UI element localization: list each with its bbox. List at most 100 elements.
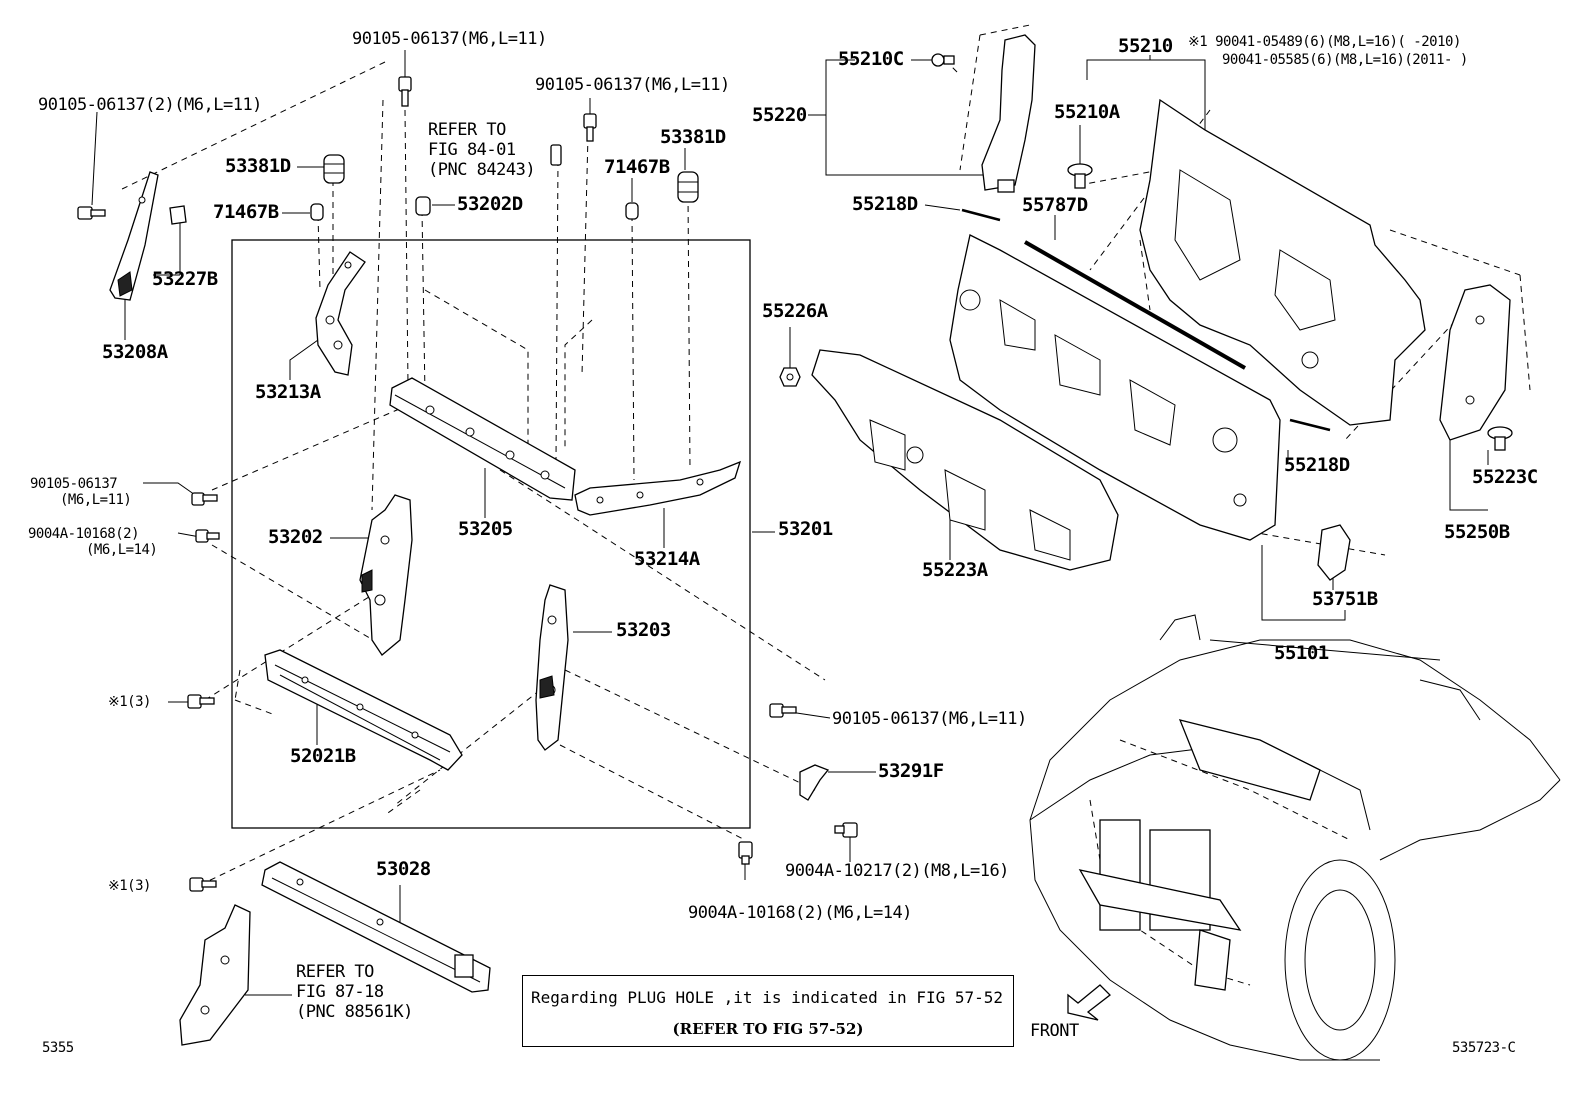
part-number: 90105-06137 [352, 29, 460, 49]
bolt-icon [189, 877, 217, 892]
part-55218D-top [961, 208, 1001, 222]
refer-line: FIG 84-01 [428, 140, 516, 160]
clip-icon [625, 202, 639, 220]
part-spec: (M6,L=11) [459, 29, 547, 49]
label-55218D-right: 55218D [1284, 454, 1350, 476]
part-53291F [799, 764, 830, 801]
clip-icon [1067, 163, 1093, 189]
refer-line: FIG 87-18 [296, 982, 384, 1002]
label-9004A-10217: 9004A-10217(2)(M8,L=16) [785, 862, 1009, 880]
pin-icon [550, 144, 562, 166]
label-55218D-top: 55218D [852, 193, 918, 215]
part-53213A [315, 251, 366, 376]
front-arrow-icon [1067, 984, 1111, 1021]
label-90105-topright: 90105-06137(M6,L=11) [535, 76, 730, 94]
label-55223A: 55223A [922, 559, 988, 581]
nut-icon [779, 367, 801, 387]
part-spec: (M6,L=11) [642, 75, 730, 95]
grommet-icon [323, 154, 345, 184]
refer-line: (PNC 88561K) [296, 1002, 413, 1022]
part-55250B [1439, 284, 1511, 441]
label-53202: 53202 [268, 526, 323, 548]
label-9004A-left: 9004A-10168(2) (M6,L=14) [28, 526, 158, 558]
refer-line: REFER TO [428, 120, 506, 140]
label-53205: 53205 [458, 518, 513, 540]
bolt-icon [187, 694, 215, 709]
label-90105-right: 90105-06137(M6,L=11) [832, 710, 1027, 728]
label-53213A: 53213A [255, 381, 321, 403]
part-55210 [1139, 98, 1426, 426]
part-spec: (M6,L=11) [174, 95, 262, 115]
part-53751B [1317, 524, 1351, 581]
part-number: 90105-06137 [535, 75, 643, 95]
label-53751B: 53751B [1312, 588, 1378, 610]
label-53291F: 53291F [878, 760, 944, 782]
part-number: 90105-06137 [30, 476, 118, 492]
label-71467B-left: 71467B [213, 201, 279, 223]
plug-hole-note: Regarding PLUG HOLE ,it is indicated in … [522, 975, 1014, 1047]
part-number: 9004A-10168(2) [28, 526, 140, 542]
part-number: 9004A-10168(2) [688, 903, 825, 923]
bolt-icon [398, 76, 412, 107]
label-71467B-right: 71467B [604, 156, 670, 178]
bolt-icon [769, 703, 797, 718]
part-53203 [535, 584, 569, 751]
page-number-right: 535723-C [1452, 1040, 1516, 1056]
page-number-left: 5355 [42, 1040, 74, 1056]
label-55210A: 55210A [1054, 101, 1120, 123]
label-90105-left: 90105-06137(2)(M6,L=11) [38, 96, 262, 114]
label-star1-a: ※1(3) [108, 694, 151, 710]
label-55223C: 55223C [1472, 466, 1538, 488]
label-53227B: 53227B [152, 268, 218, 290]
part-53227B [169, 205, 187, 225]
part-55218D-right [1289, 418, 1331, 432]
part-55787D [1024, 240, 1246, 370]
part-55101 [949, 234, 1281, 541]
leader-lines [91, 50, 1489, 996]
grommet-icon [677, 171, 699, 203]
label-refer-87: REFER TO FIG 87-18 (PNC 88561K) [296, 962, 413, 1022]
clip-icon [415, 196, 431, 216]
part-53205 [389, 377, 576, 501]
label-55787D: 55787D [1022, 194, 1088, 216]
part-number: 90105-06137 [832, 709, 940, 729]
part-53028 [261, 861, 491, 993]
part-spec: (M8,L=16) [921, 861, 1009, 881]
refer-line: (PNC 84243) [428, 160, 536, 180]
label-53203: 53203 [616, 619, 671, 641]
clip-icon [931, 53, 955, 67]
vehicle-overview [1029, 614, 1561, 1061]
refer-line: REFER TO [296, 962, 374, 982]
label-55250B: 55250B [1444, 521, 1510, 543]
part-number: 9004A-10217(2) [785, 861, 922, 881]
bolt-icon [77, 206, 106, 220]
label-53214A: 53214A [634, 548, 700, 570]
part-number: 90105-06137(2) [38, 95, 175, 115]
label-55220: 55220 [752, 104, 807, 126]
note-reference: (REFER TO FIG 57-52) [672, 1020, 864, 1038]
bolt-icon [191, 492, 218, 506]
label-53208A: 53208A [102, 341, 168, 363]
label-55226A: 55226A [762, 300, 828, 322]
part-spec: (M6,L=14) [86, 542, 158, 558]
label-9004A-bottom: 9004A-10168(2)(M6,L=14) [688, 904, 912, 922]
clip-icon [310, 203, 324, 221]
note-text: Regarding PLUG HOLE ,it is indicated in … [531, 988, 1004, 1007]
label-52021B: 52021B [290, 745, 356, 767]
part-55223A [811, 349, 1119, 571]
label-90105-top: 90105-06137(M6,L=11) [352, 30, 547, 48]
part-53214A [574, 460, 742, 516]
part-52021B [264, 649, 463, 771]
part-55220 [981, 34, 1036, 193]
label-front: FRONT [1030, 1021, 1079, 1041]
label-53381D-left: 53381D [225, 155, 291, 177]
label-90105-mid: 90105-06137 (M6,L=11) [30, 476, 132, 508]
label-53028: 53028 [376, 858, 431, 880]
label-star-note-1: ※1 90041-05489(6)(M8,L=16)( -2010) [1188, 34, 1461, 50]
label-55101: 55101 [1274, 642, 1329, 664]
label-refer-84: REFER TO FIG 84-01 (PNC 84243) [428, 120, 536, 180]
bolt-icon [583, 113, 597, 142]
label-53201: 53201 [778, 518, 833, 540]
bolt-icon [738, 841, 753, 865]
